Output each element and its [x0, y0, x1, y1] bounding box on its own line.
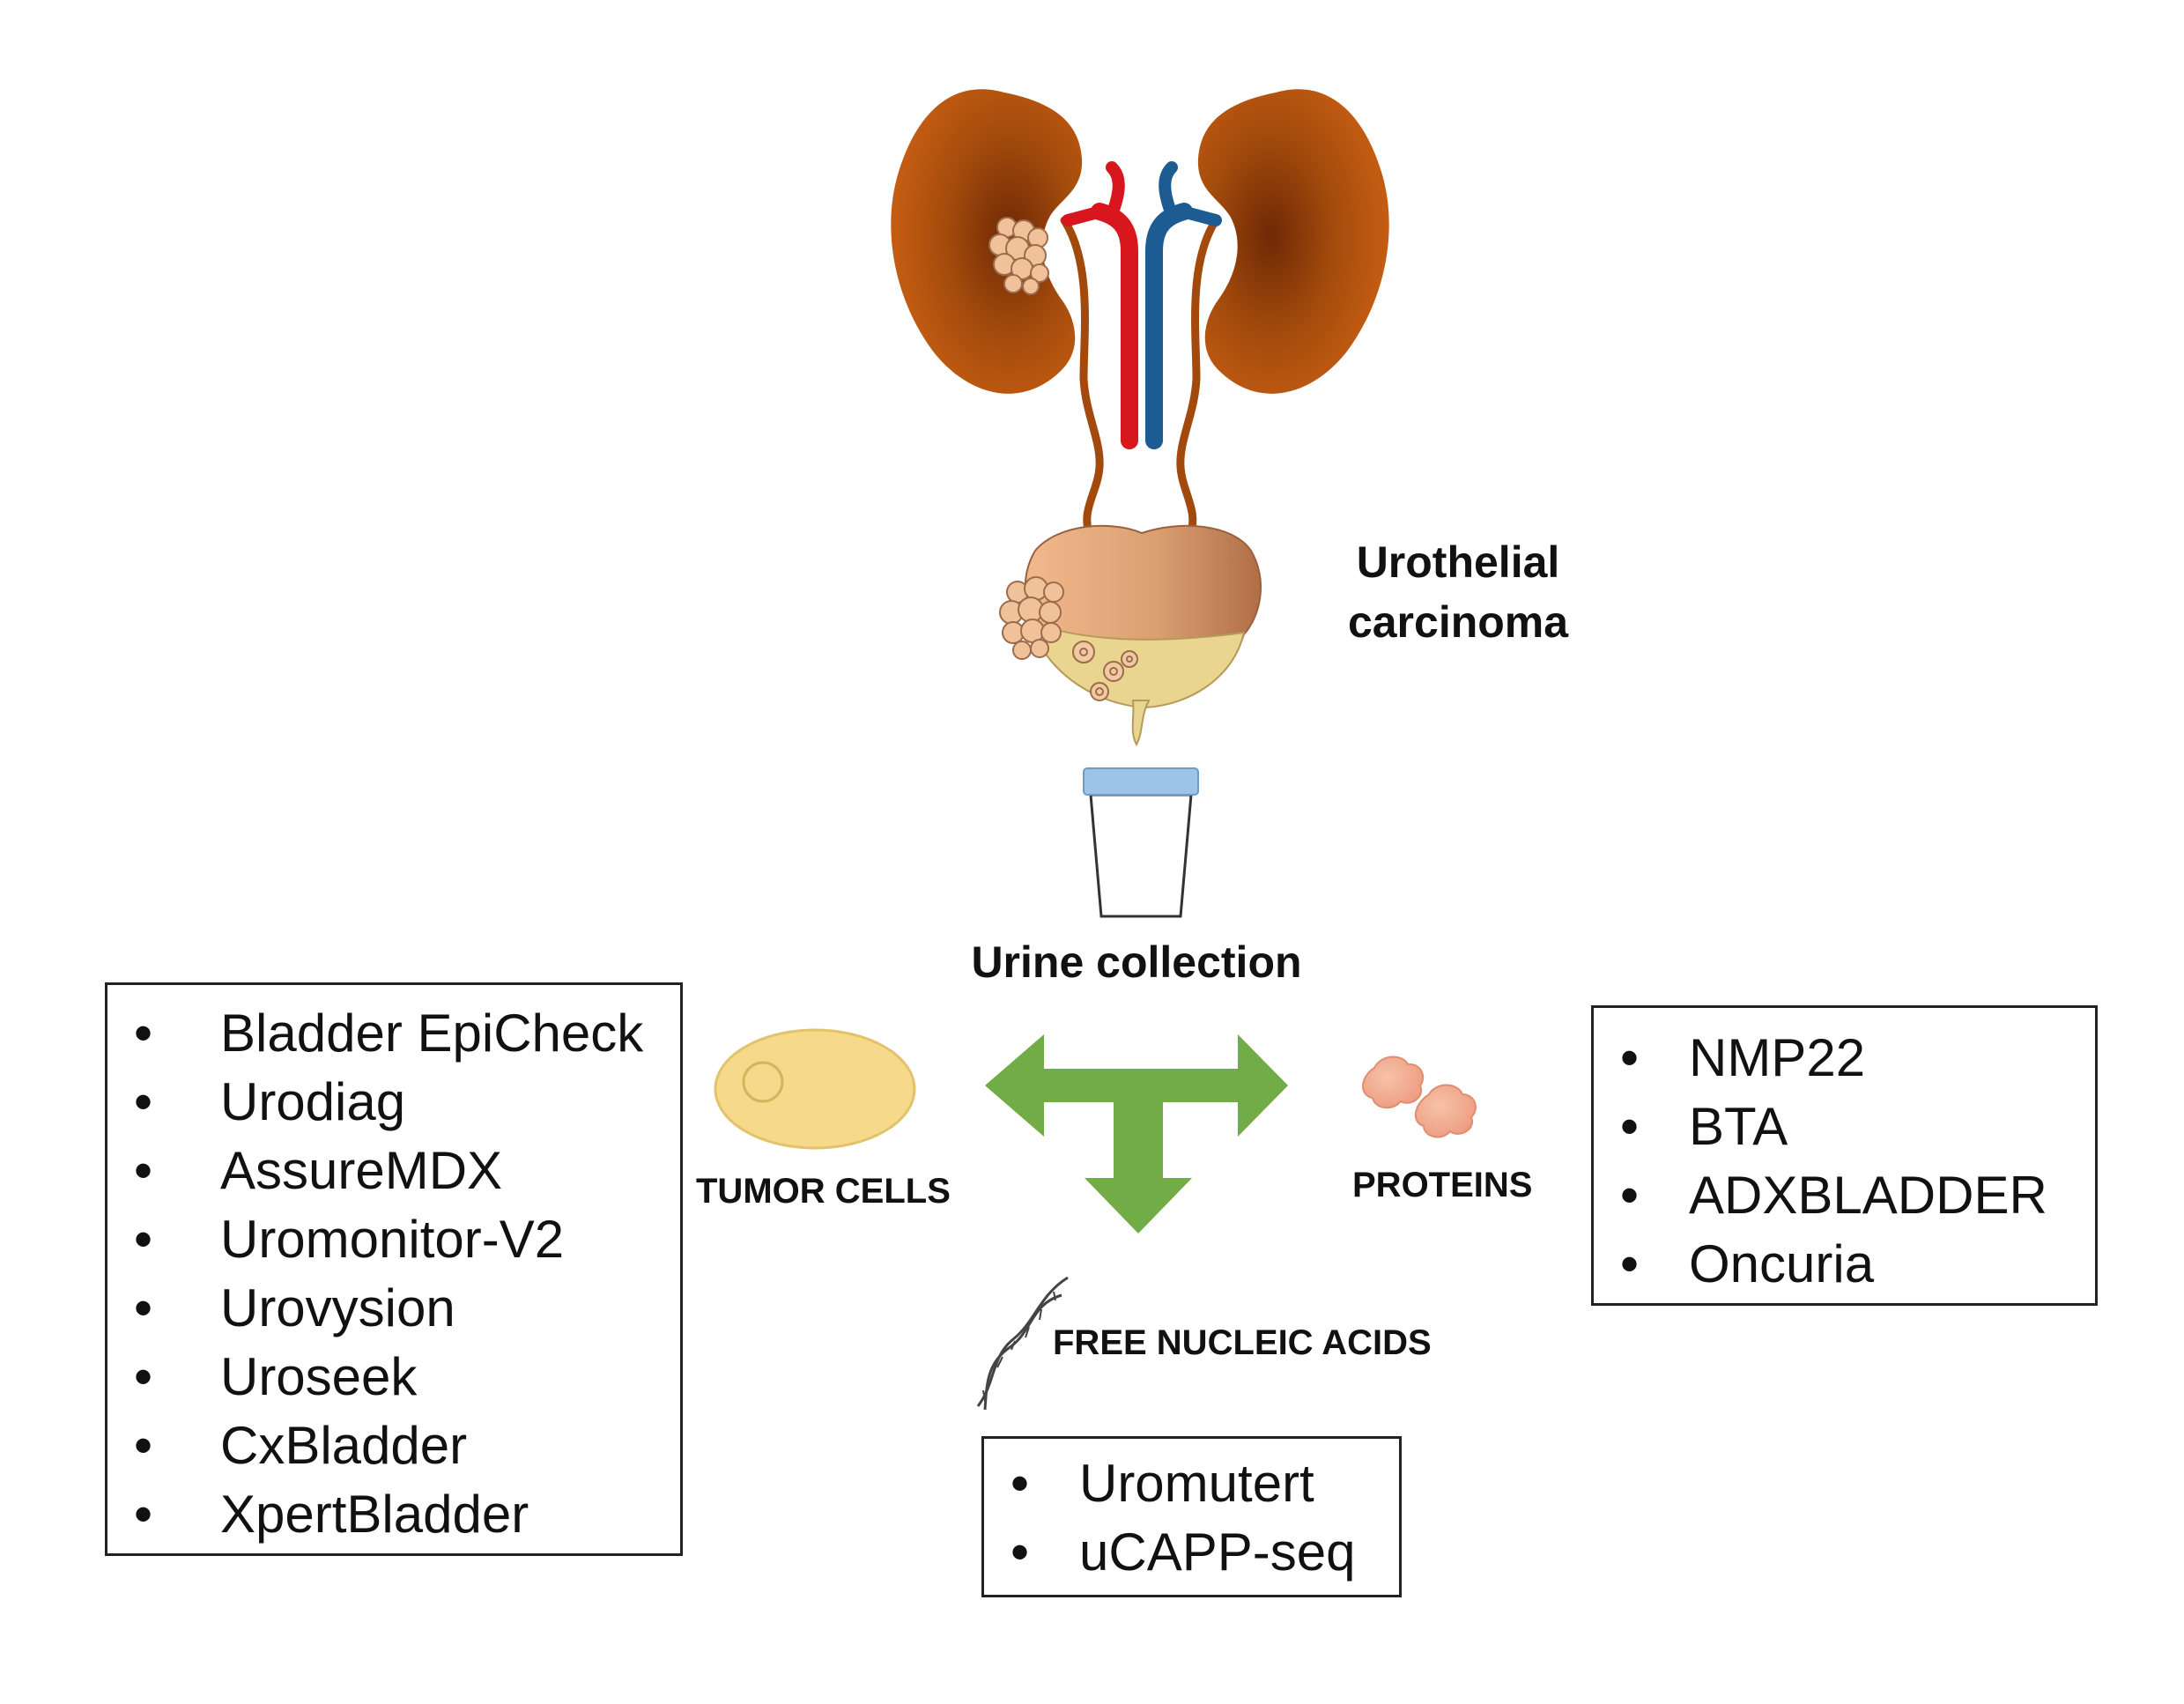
kidney-tumor: [988, 217, 1049, 295]
ureters: [1060, 216, 1220, 542]
urine-collection-label: Urine collection: [971, 937, 1302, 987]
t-arrow: [985, 1034, 1288, 1234]
free-nucleic-acids-label: FREE NUCLEIC ACIDS: [1053, 1323, 1432, 1362]
vein: [1145, 161, 1222, 449]
list-item: •NMP22: [1620, 1028, 1866, 1087]
proteins-label: PROTEINS: [1352, 1166, 1533, 1204]
dna-icon: [976, 1276, 1069, 1411]
right-kidney: [1197, 89, 1389, 394]
cup-lid: [1083, 767, 1199, 796]
list-item: •XpertBladder: [134, 1485, 529, 1544]
bladder: [999, 524, 1262, 747]
list-item: •AssureMDX: [134, 1141, 503, 1200]
bladder-tumor: [999, 576, 1064, 660]
list-item: •Bladder EpiCheck: [134, 1004, 644, 1063]
protein-tests-list: •NMP22 •BTA •ADXBLADDER •Oncuria: [1620, 1024, 2095, 1299]
list-item: •BTA: [1620, 1097, 1788, 1156]
nucleic-acid-tests-box: •Uromutert •uCAPP-seq: [981, 1436, 1402, 1597]
tumor-cells-label: TUMOR CELLS: [696, 1172, 951, 1211]
protein-tests-box: •NMP22 •BTA •ADXBLADDER •Oncuria: [1591, 1005, 2098, 1306]
list-item: •Urodiag: [134, 1072, 406, 1131]
list-item: •Uromutert: [1011, 1454, 1314, 1513]
tumor-cell-tests-list: •Bladder EpiCheck •Urodiag •AssureMDX •U…: [134, 999, 680, 1549]
list-item: •uCAPP-seq: [1011, 1522, 1356, 1582]
list-item: •Uromonitor-V2: [134, 1210, 565, 1269]
urine-cup: [1083, 767, 1199, 918]
list-item: •CxBladder: [134, 1416, 468, 1475]
urothelial-carcinoma-label: Urothelial carcinoma: [1347, 537, 1569, 647]
left-kidney: [891, 89, 1083, 394]
tumor-cell-tests-box: •Bladder EpiCheck •Urodiag •AssureMDX •U…: [105, 982, 683, 1556]
list-item: •Uroseek: [134, 1347, 418, 1406]
artery: [1062, 161, 1138, 449]
list-item: •Urovysion: [134, 1278, 455, 1337]
list-item: •ADXBLADDER: [1620, 1166, 2047, 1225]
nucleic-acid-tests-list: •Uromutert •uCAPP-seq: [1011, 1449, 1399, 1587]
list-item: •Oncuria: [1620, 1234, 1875, 1293]
protein-icon: [1362, 1056, 1477, 1138]
tumor-cell-icon: [714, 1028, 916, 1150]
